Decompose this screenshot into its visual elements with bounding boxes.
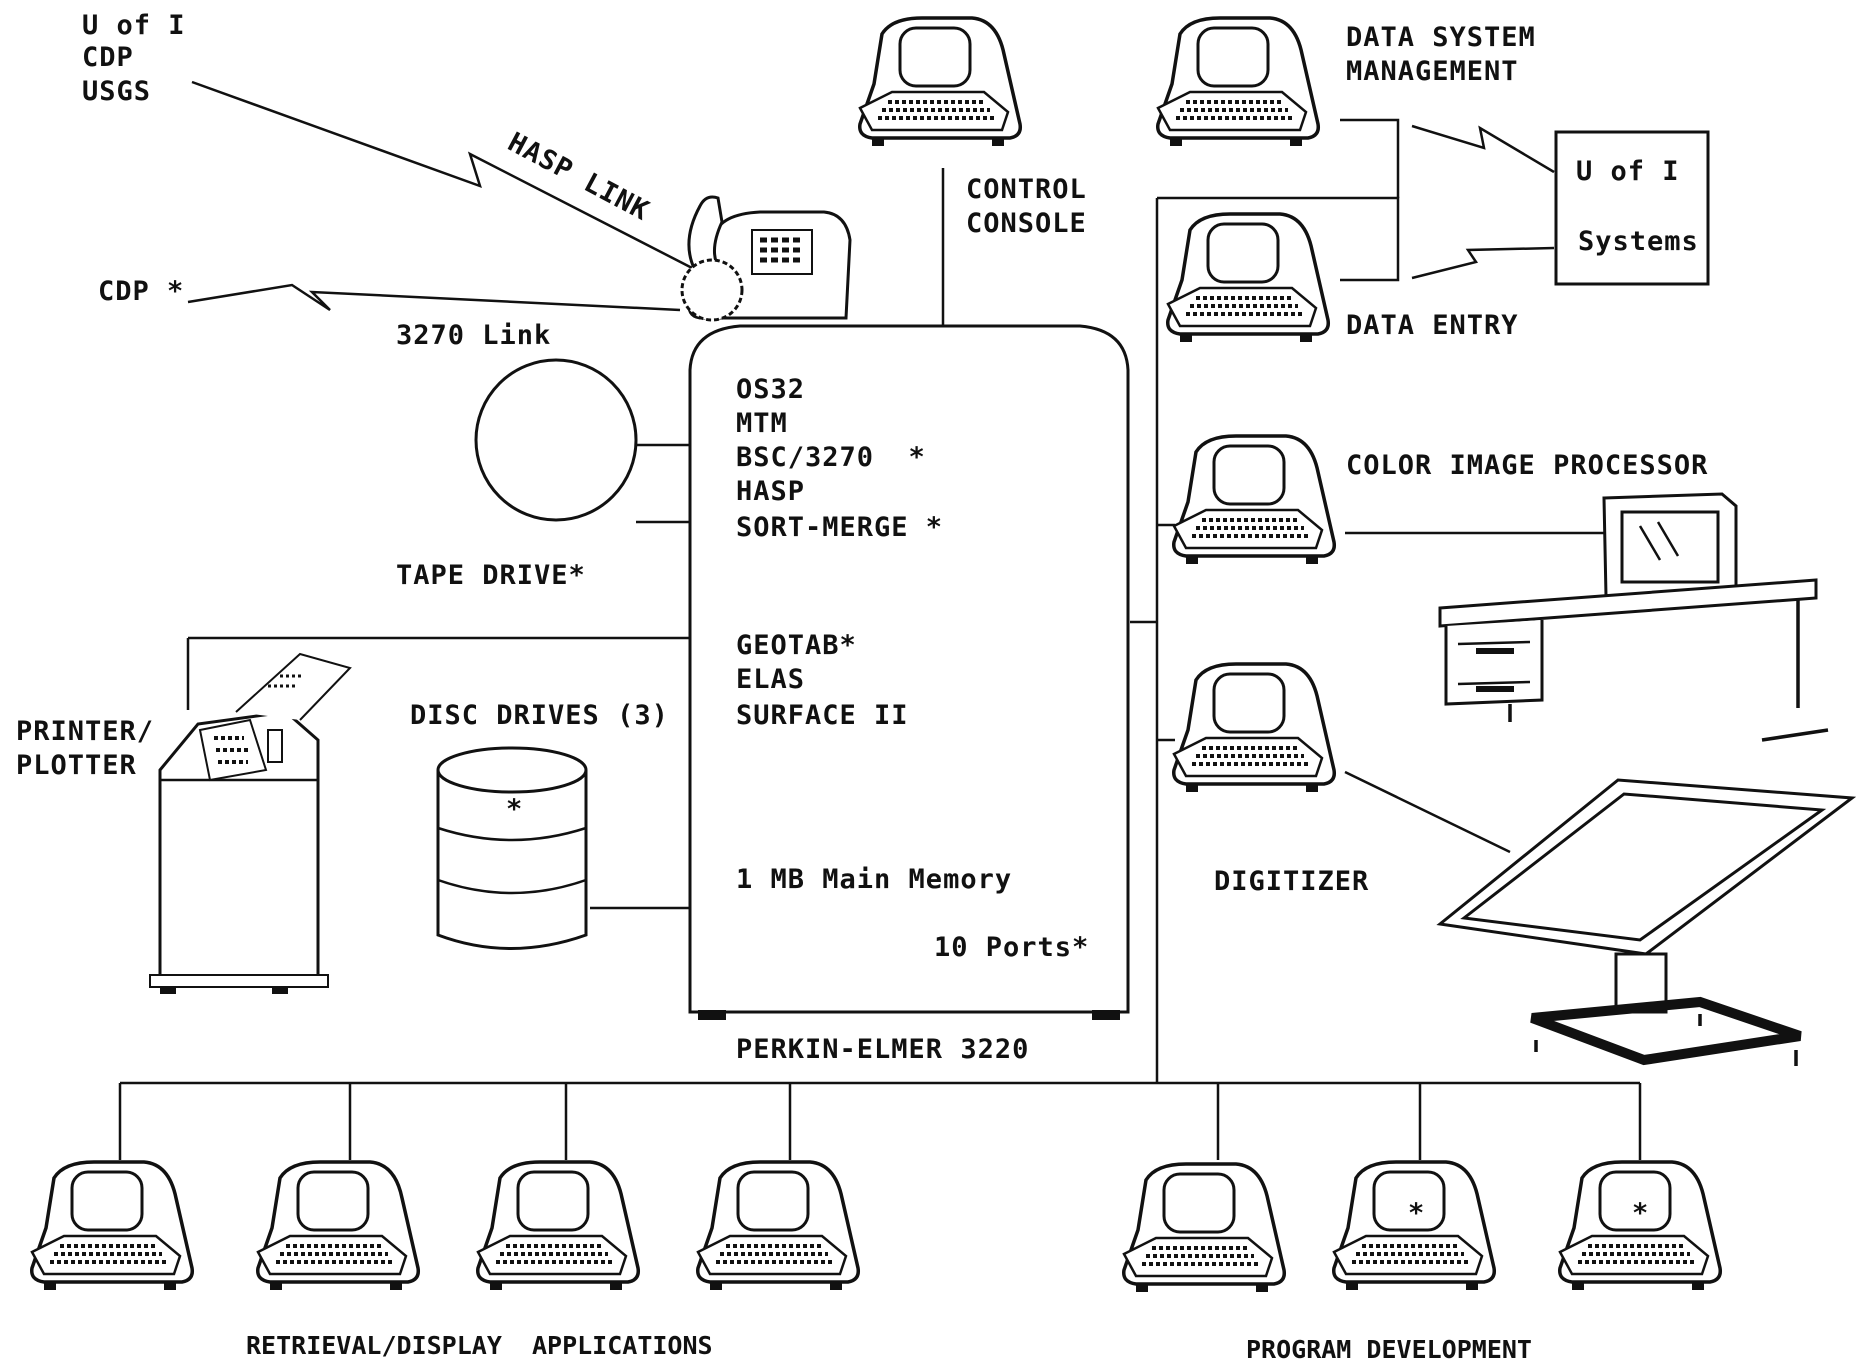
retrieval-terminal-2-icon — [258, 1162, 419, 1290]
backbone-taps — [1157, 525, 1175, 740]
computer-name-label: PERKIN-ELMER 3220 — [736, 1034, 1029, 1065]
control-console-label-2: CONSOLE — [966, 208, 1087, 239]
software-item: HASP — [736, 476, 805, 507]
application-item: GEOTAB* — [736, 630, 857, 661]
tape-lines — [636, 445, 690, 522]
color-image-processor-label: COLOR IMAGE PROCESSOR — [1346, 450, 1708, 481]
application-item: SURFACE II — [736, 700, 909, 731]
uofi-systems-label-1: U of I — [1576, 156, 1680, 187]
uofi-link-bottom — [1412, 248, 1554, 278]
printer-label-1: PRINTER/ — [16, 716, 154, 747]
cdp-label: CDP * — [98, 276, 184, 307]
software-item: MTM — [736, 408, 788, 439]
disc-drives-label: DISC DRIVES (3) — [410, 700, 669, 731]
application-item: ELAS — [736, 664, 805, 695]
software-item: OS32 — [736, 374, 805, 405]
cip-terminal-icon — [1174, 436, 1335, 564]
modem-phone-icon — [682, 197, 850, 320]
data-entry-terminal-icon — [1168, 214, 1329, 342]
hasp-link-label: HASP LINK — [503, 127, 655, 227]
disc-drives-star: * — [506, 794, 523, 825]
uofi-systems-box — [1556, 132, 1708, 284]
control-console-terminal-icon — [860, 18, 1021, 146]
dsm-label-2: MANAGEMENT — [1346, 56, 1519, 87]
ports-label: 10 Ports* — [934, 932, 1089, 963]
software-item: SORT-MERGE * — [736, 512, 943, 543]
program-terminal-1-icon — [1124, 1164, 1285, 1292]
tape-drive-reel — [476, 360, 636, 520]
backbone-to-dsm — [1340, 120, 1398, 198]
retrieval-terminal-3-icon — [478, 1162, 639, 1290]
terminal-star: * — [1408, 1198, 1425, 1229]
digitizer-table-icon — [1440, 780, 1852, 1066]
disc-drives-icon — [438, 748, 586, 949]
dsm-terminal-icon — [1158, 18, 1319, 146]
control-console-label-1: CONTROL — [966, 174, 1087, 205]
program-development-label: PROGRAM DEVELOPMENT — [1246, 1335, 1532, 1364]
data-entry-label: DATA ENTRY — [1346, 310, 1519, 341]
remote-label-3: USGS — [82, 76, 151, 107]
printer-label-2: PLOTTER — [16, 750, 137, 781]
cdp-link-line — [188, 285, 680, 310]
link-3270-label: 3270 Link — [396, 320, 551, 351]
remote-label-2: CDP — [82, 42, 134, 73]
digitizer-label: DIGITIZER — [1214, 866, 1369, 897]
memory-label: 1 MB Main Memory — [736, 864, 1012, 895]
digitizer-line — [1345, 772, 1510, 852]
software-item: BSC/3270 * — [736, 442, 926, 473]
tape-drive-label: TAPE DRIVE* — [396, 560, 586, 591]
retrieval-terminal-1-icon — [32, 1162, 193, 1290]
hasp-link-line — [192, 82, 696, 270]
retrieval-terminal-4-icon — [698, 1162, 859, 1290]
dsm-label-1: DATA SYSTEM — [1346, 22, 1536, 53]
color-image-processor-icon — [1440, 494, 1828, 740]
digitizer-terminal-icon — [1174, 664, 1335, 792]
uofi-systems-label-2: Systems — [1578, 226, 1699, 257]
printer-plotter-icon — [150, 654, 350, 994]
retrieval-display-applications-label: RETRIEVAL/DISPLAY APPLICATIONS — [246, 1331, 713, 1360]
remote-label-1: U of I — [82, 10, 186, 41]
program-drops — [1157, 1083, 1640, 1160]
terminal-star: * — [1632, 1198, 1649, 1229]
uofi-link-top — [1412, 126, 1554, 172]
retrieval-drops — [120, 1083, 790, 1160]
